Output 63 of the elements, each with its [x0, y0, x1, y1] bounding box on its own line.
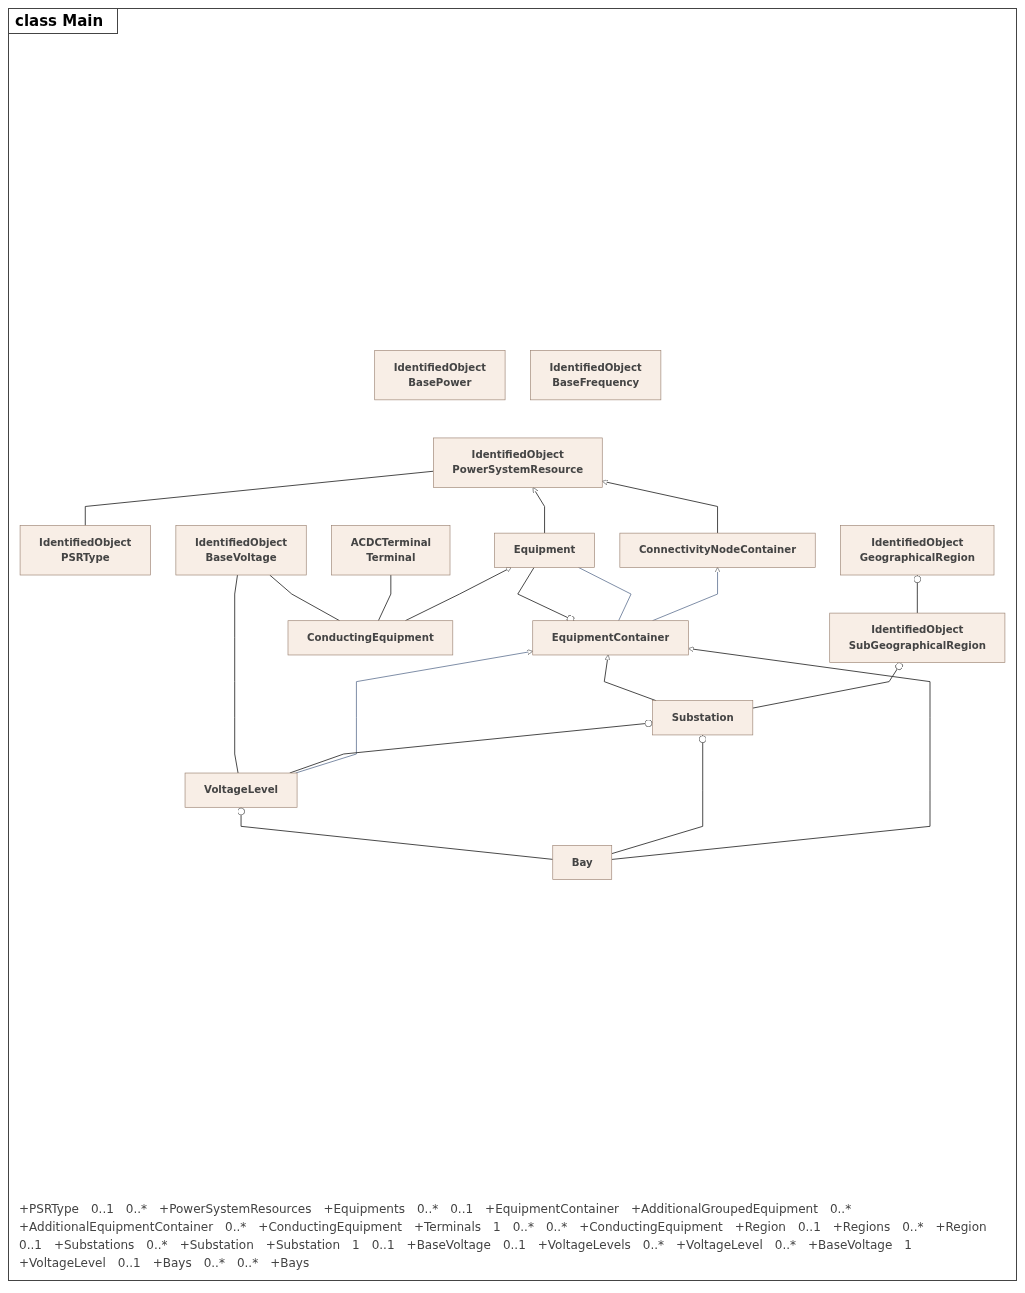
node-box: VoltageLevel: [184, 772, 298, 808]
node-box: Substation: [652, 700, 754, 736]
role-label: 0..*: [642, 1238, 665, 1252]
role-label: +PowerSystemResources: [159, 1202, 312, 1216]
role-label: 1: [352, 1238, 360, 1252]
connector: [234, 574, 239, 774]
role-label: +Bays: [270, 1256, 310, 1270]
node-box: Bay: [552, 845, 613, 880]
node-box: IdentifiedObject SubGeographicalRegion: [829, 612, 1006, 663]
role-label: 0..*: [146, 1238, 168, 1252]
node-box: IdentifiedObject BaseVoltage: [175, 525, 307, 576]
role-label: 0..1: [19, 1238, 42, 1252]
role-label: +VoltageLevel: [19, 1256, 106, 1270]
node-box: EquipmentContainer: [532, 620, 689, 656]
node-box: IdentifiedObject PSRType: [19, 525, 151, 576]
role-label: 0..*: [416, 1202, 439, 1216]
role-label: +EquipmentContainer: [485, 1202, 619, 1216]
role-label: 0..*: [203, 1256, 225, 1270]
role-label: 1: [493, 1220, 501, 1234]
role-label: 0..1: [371, 1238, 395, 1252]
role-label: +AdditionalGroupedEquipment: [630, 1202, 818, 1216]
role-label: 1: [904, 1238, 912, 1252]
role-label: 0..1: [797, 1220, 821, 1234]
role-label: +Region: [935, 1220, 987, 1234]
role-label: +BaseVoltage: [808, 1238, 893, 1252]
node-box: Equipment: [494, 532, 595, 568]
role-label: +Regions: [832, 1220, 891, 1234]
role-label: 0..*: [545, 1220, 568, 1234]
node-box: ACDCTerminal Terminal: [331, 525, 451, 576]
role-label: 0..*: [774, 1238, 797, 1252]
role-label: 0..1: [502, 1238, 526, 1252]
role-label: +VoltageLevels: [537, 1238, 631, 1252]
frame-title: class Main: [9, 9, 119, 34]
role-label: 0..1: [90, 1202, 114, 1216]
node-box: ConnectivityNodeContainer: [619, 532, 816, 568]
role-label: 0..*: [236, 1256, 259, 1270]
connector: [84, 470, 434, 526]
node-box: IdentifiedObject PowerSystemResource: [433, 437, 603, 488]
role-label: 0..*: [512, 1220, 534, 1234]
connector: [377, 574, 392, 622]
role-label: +ConductingEquipment: [579, 1220, 723, 1234]
role-label: 0..*: [829, 1202, 852, 1216]
role-label: 0..1: [117, 1256, 141, 1270]
role-label: +ConductingEquipment: [258, 1220, 402, 1234]
role-label: 0..*: [125, 1202, 148, 1216]
role-label: +Region: [734, 1220, 786, 1234]
role-label: +Substation: [179, 1238, 254, 1252]
node-box: ConductingEquipment: [287, 620, 454, 656]
node-box: IdentifiedObject BaseFrequency: [530, 350, 662, 401]
role-label: +BaseVoltage: [406, 1238, 491, 1252]
role-label: 0..*: [225, 1220, 247, 1234]
role-label: +Substations: [53, 1238, 135, 1252]
role-label: +AdditionalEquipmentContainer: [19, 1220, 214, 1234]
role-label: 0..1: [450, 1202, 474, 1216]
role-label: +Bays: [152, 1256, 192, 1270]
role-label: +Substation: [265, 1238, 341, 1252]
node-box: IdentifiedObject GeographicalRegion: [840, 525, 995, 576]
role-label: +VoltageLevel: [676, 1238, 763, 1252]
role-label: 0..*: [902, 1220, 924, 1234]
role-label: +PSRType: [19, 1202, 79, 1216]
role-label: +Equipments: [323, 1202, 405, 1216]
node-box: IdentifiedObject BasePower: [374, 350, 506, 401]
role-label: +Terminals: [413, 1220, 481, 1234]
